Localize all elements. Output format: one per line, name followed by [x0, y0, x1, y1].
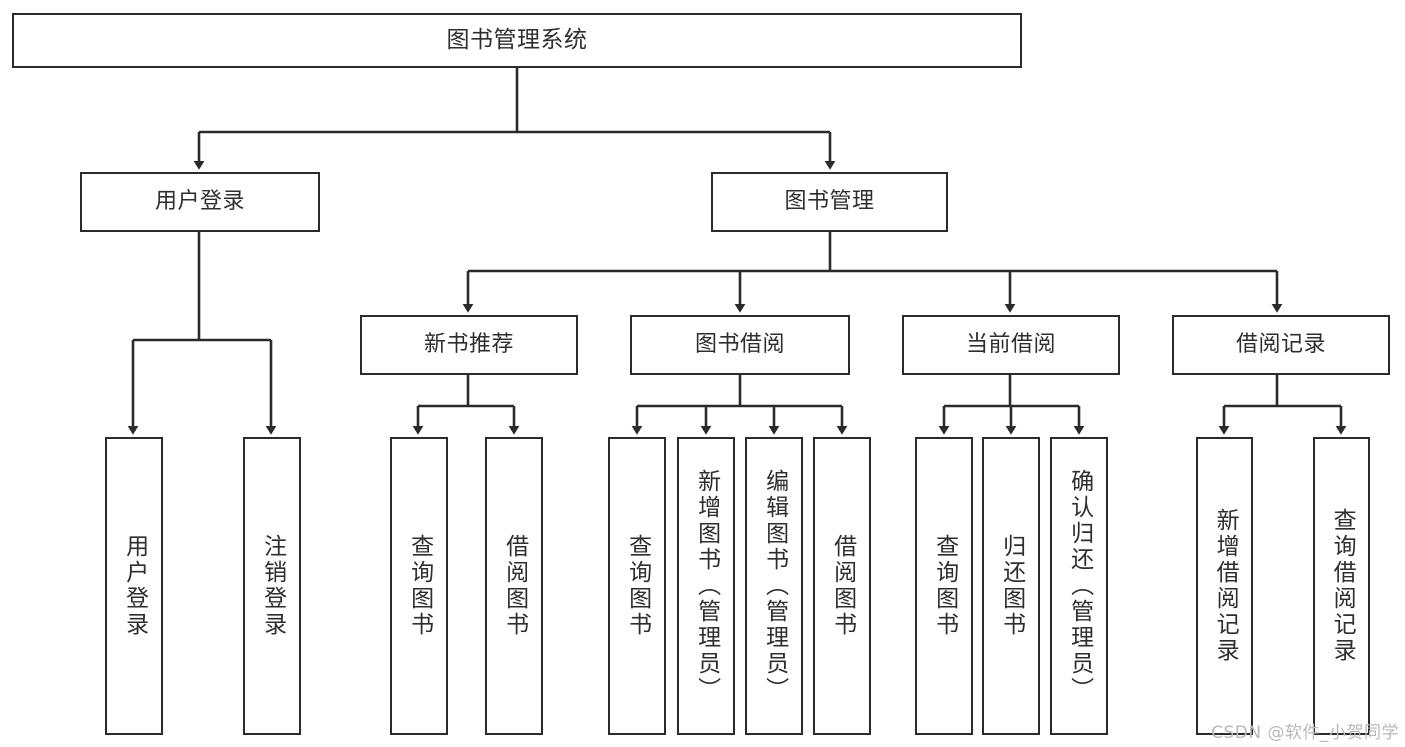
node-label: 图书借阅	[694, 332, 785, 358]
node-label: 借阅记录	[1235, 332, 1326, 358]
node-label: 用户登录	[154, 189, 245, 215]
node-label: 查询图书	[931, 534, 958, 638]
node-label: 图书管理	[784, 189, 875, 215]
node-leaf-query-book-3[interactable]: 查询图书	[915, 437, 973, 735]
node-leaf-user-login[interactable]: 用户登录	[105, 437, 163, 735]
node-label: 查询图书	[406, 534, 433, 638]
node-leaf-borrow-book-1[interactable]: 借阅图书	[485, 437, 543, 735]
node-borrow-record[interactable]: 借阅记录	[1172, 315, 1390, 375]
node-label: 新增借阅记录	[1212, 508, 1239, 664]
node-label: 确认归还（管理员）	[1066, 469, 1093, 703]
node-label: 新书推荐	[423, 332, 514, 358]
node-leaf-query-book-2[interactable]: 查询图书	[608, 437, 666, 735]
node-current-borrow[interactable]: 当前借阅	[902, 315, 1120, 375]
node-label: 借阅图书	[829, 534, 856, 638]
node-leaf-query-record[interactable]: 查询借阅记录	[1313, 437, 1370, 735]
node-leaf-add-record[interactable]: 新增借阅记录	[1196, 437, 1253, 735]
watermark: CSDN @软件_小贺同学	[1211, 723, 1399, 743]
node-new-book-recommend[interactable]: 新书推荐	[360, 315, 578, 375]
node-book-manage[interactable]: 图书管理	[711, 172, 948, 232]
node-label: 新增图书（管理员）	[693, 469, 720, 703]
node-label: 查询图书	[624, 534, 651, 638]
node-user-login[interactable]: 用户登录	[80, 172, 320, 232]
node-label: 当前借阅	[965, 332, 1056, 358]
node-label: 归还图书	[998, 534, 1025, 638]
node-leaf-add-book[interactable]: 新增图书（管理员）	[677, 437, 735, 735]
node-leaf-query-book-1[interactable]: 查询图书	[390, 437, 448, 735]
node-root-book-management-system[interactable]: 图书管理系统	[12, 13, 1022, 68]
node-leaf-logout-login[interactable]: 注销登录	[243, 437, 301, 735]
node-label: 图书管理系统	[446, 26, 588, 53]
node-leaf-borrow-book-2[interactable]: 借阅图书	[813, 437, 871, 735]
node-label: 编辑图书（管理员）	[761, 469, 788, 703]
node-leaf-confirm-return[interactable]: 确认归还（管理员）	[1050, 437, 1108, 735]
node-leaf-return-book[interactable]: 归还图书	[982, 437, 1040, 735]
node-book-borrow[interactable]: 图书借阅	[630, 315, 850, 375]
node-label: 查询借阅记录	[1329, 508, 1356, 664]
node-leaf-edit-book[interactable]: 编辑图书（管理员）	[745, 437, 803, 735]
node-label: 借阅图书	[501, 534, 528, 638]
node-label: 用户登录	[121, 534, 148, 638]
node-label: 注销登录	[259, 534, 286, 638]
